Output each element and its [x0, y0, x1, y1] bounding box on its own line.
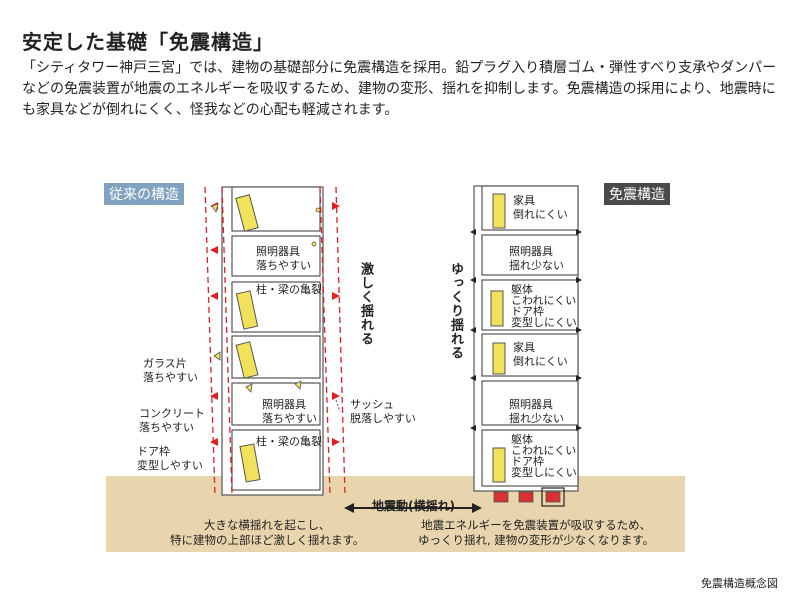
figure-caption: 免震構造概念図: [701, 577, 778, 590]
conventional-building: [204, 186, 346, 496]
ground: [106, 476, 685, 552]
ground-text-right: 地震エネルギーを免震装置が吸収するため、ゆっくり揺れ, 建物の変形が少なくなりま…: [418, 518, 655, 547]
label-furniture-2: 家具倒れにくい: [513, 341, 568, 368]
label-pillar-crack-2: 柱・梁の亀裂: [256, 435, 322, 448]
label-lighting-r2: 照明器具揺れ少ない: [509, 398, 564, 425]
label-door: ドア枠変型しやすい: [137, 445, 203, 472]
label-lighting-1: 照明器具落ちやすい: [256, 245, 311, 272]
isolation-building: [470, 185, 582, 507]
label-lighting-r1: 照明器具揺れ少ない: [509, 245, 564, 272]
ground-text-left: 大きな横揺れを起こし、特に建物の上部ほど激しく揺れます。: [170, 518, 365, 547]
label-glass: ガラス片落ちやすい: [143, 357, 198, 384]
label-pillar-crack-1: 柱・梁の亀裂: [256, 283, 322, 296]
label-sash: サッシュ脱落しやすい: [350, 398, 416, 425]
label-concrete: コンクリート落ちやすい: [139, 407, 205, 434]
label-shake-violent: 激しく揺れる: [358, 262, 373, 346]
ground-motion-label: 地震動(横揺れ): [372, 499, 455, 513]
label-frame-1: 躯体こわれにくい ドア枠変型しにくい: [511, 283, 577, 329]
page-title: 安定した基礎「免震構造」: [22, 30, 274, 54]
ground-motion-arrow: [344, 503, 482, 513]
label-shake-slow: ゆっくり揺れる: [448, 262, 463, 360]
label-frame-2: 躯体こわれにくい ドア枠変型しにくい: [511, 433, 577, 479]
label-furniture-1: 家具倒れにくい: [513, 194, 568, 221]
tag-conventional: 従来の構造: [104, 183, 184, 205]
tag-isolation: 免震構造: [604, 183, 670, 205]
description: 「シティタワー神戸三宮」では、建物の基礎部分に免震構造を採用。鉛プラグ入り積層ゴ…: [22, 60, 777, 118]
label-lighting-2: 照明器具落ちやすい: [262, 398, 317, 425]
